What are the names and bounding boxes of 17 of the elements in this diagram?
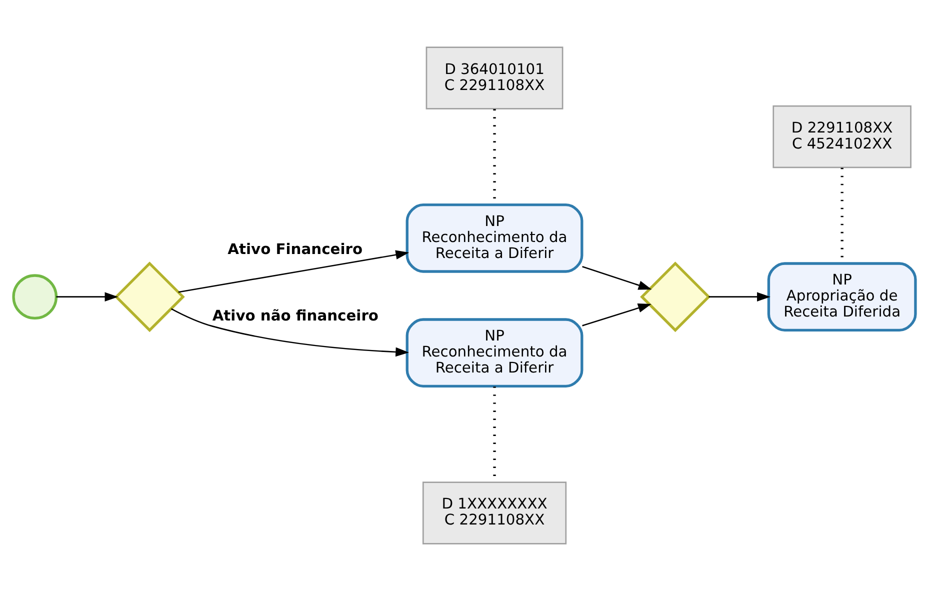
edge-label: Ativo Financeiro — [228, 240, 363, 258]
node-circle — [12, 274, 58, 320]
node-box: D 2291108XX C 4524102XX — [772, 104, 912, 168]
node-box: NP Reconhecimento da Receita a Diferir — [406, 318, 584, 388]
node-diamond — [640, 261, 711, 332]
edge-label: Ativo não financeiro — [212, 307, 379, 324]
node-box: NP Apropriação de Receita Diferida — [767, 262, 917, 332]
node-box: D 364010101 C 2291108XX — [426, 46, 564, 109]
arrow — [170, 308, 409, 356]
arrow — [56, 292, 118, 302]
arrow — [708, 292, 770, 302]
node-box: D 1XXXXXXXX C 2291108XX — [422, 481, 567, 544]
node-box: NP Reconhecimento da Receita a Diferir — [406, 202, 584, 272]
arrow — [178, 250, 410, 292]
arrow — [582, 302, 652, 326]
arrow — [582, 266, 652, 290]
node-diamond — [114, 261, 185, 332]
